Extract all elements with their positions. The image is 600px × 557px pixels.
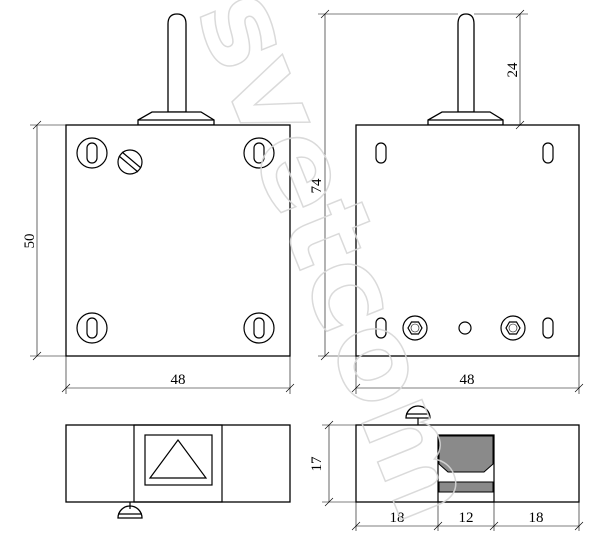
side-left-screw (117, 502, 143, 519)
dim-segment-middle: 12 (459, 510, 474, 526)
dim-side-height: 17 (309, 456, 325, 472)
back-slot-top-right (542, 142, 554, 164)
front-view (65, 13, 291, 357)
back-slot-top-left (375, 142, 387, 164)
back-slot-bottom-right (542, 317, 554, 339)
side-view-left (65, 424, 291, 519)
front-hole-bottom-left (76, 312, 108, 344)
back-body (355, 124, 580, 357)
dim-segment-right: 18 (529, 510, 544, 526)
dim-front-width: 48 (171, 372, 186, 388)
dim-back-width: 48 (460, 372, 475, 388)
back-center-hole (458, 321, 472, 335)
back-terminal-right (500, 315, 526, 341)
side-right-dark-block (438, 435, 494, 473)
front-hole-bottom-right (243, 312, 275, 344)
dimension-lines (30, 9, 584, 531)
front-lever (137, 13, 215, 126)
back-terminal-left (402, 315, 428, 341)
dim-total-height: 74 (309, 178, 325, 194)
side-right-screw (405, 405, 431, 425)
back-slot-bottom-left (375, 317, 387, 339)
side-left-triangle (148, 438, 208, 479)
back-lever (427, 13, 504, 126)
side-left-window (133, 424, 223, 503)
front-screw (117, 149, 143, 175)
front-hole-top-left (76, 137, 108, 169)
side-view-right (355, 405, 580, 503)
dim-lever-height: 24 (505, 62, 521, 78)
front-hole-top-right (243, 137, 275, 169)
dim-segment-left: 18 (390, 510, 405, 526)
back-view (355, 13, 580, 357)
side-right-dark-strip (438, 481, 494, 493)
dim-left-height: 50 (22, 234, 38, 249)
